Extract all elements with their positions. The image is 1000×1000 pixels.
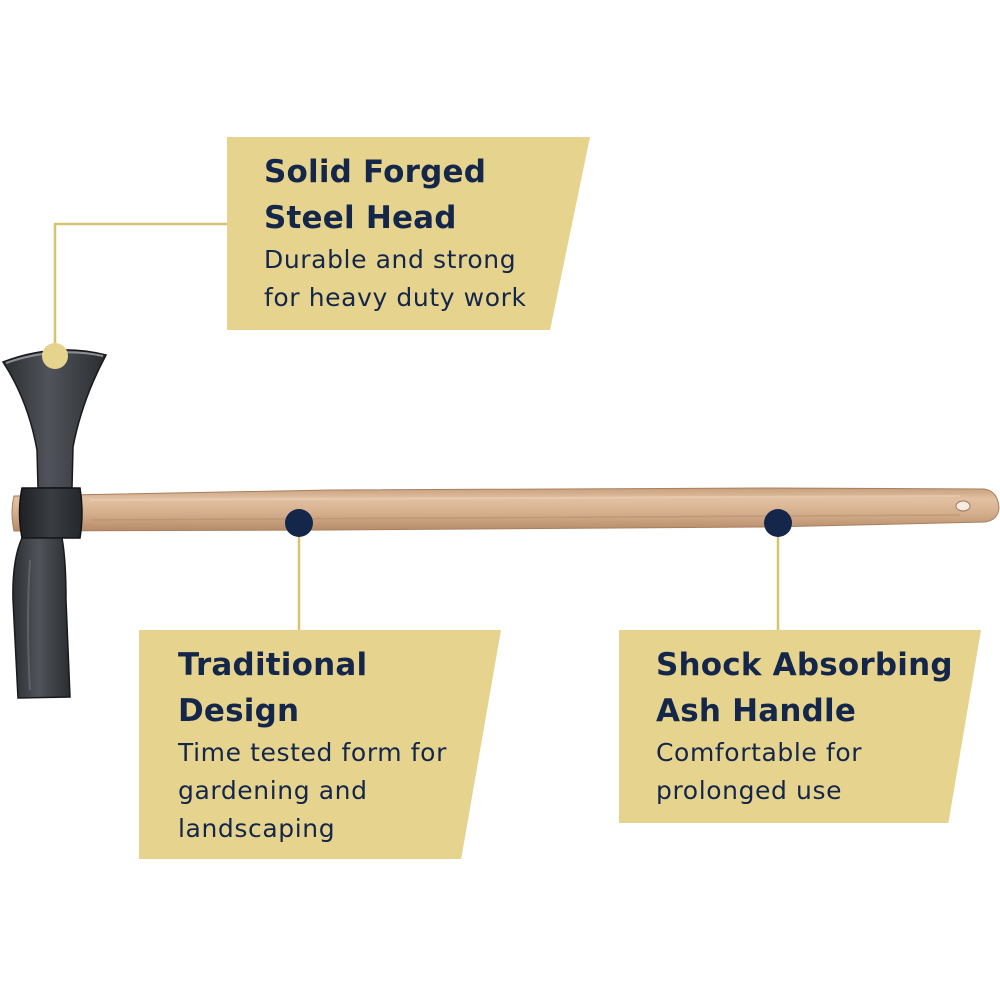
- callout-steel-head-title-line1: Solid Forged: [264, 154, 487, 190]
- callout-handle-desc-line1: Comfortable for: [656, 738, 863, 767]
- callout-design-desc-line2: gardening and: [178, 776, 368, 805]
- callout-handle-desc-line2: prolonged use: [656, 776, 843, 805]
- callout-handle-title-line2: Ash Handle: [656, 693, 857, 729]
- marker-traditional-design: [285, 509, 313, 537]
- adze-blade: [12, 537, 71, 699]
- callout-steel-head: Solid Forged Steel Head Durable and stro…: [227, 137, 590, 330]
- callout-traditional-design: Traditional Design Time tested form for …: [139, 630, 501, 859]
- callout-handle-title-line1: Shock Absorbing: [656, 647, 953, 683]
- leader-lines: [53, 222, 780, 630]
- marker-steel-head: [42, 343, 68, 369]
- callout-steel-head-desc-line2: for heavy duty work: [264, 283, 527, 312]
- leader-line-steel-head: [53, 222, 228, 354]
- callout-design-desc-line3: landscaping: [178, 814, 336, 843]
- marker-ash-handle: [764, 509, 792, 537]
- callout-design-title-line2: Design: [178, 693, 300, 729]
- callout-steel-head-title-line2: Steel Head: [264, 200, 457, 236]
- callout-design-title-line1: Traditional: [178, 647, 368, 683]
- ash-handle: [11, 487, 1000, 532]
- callout-design-desc-line1: Time tested form for: [178, 738, 447, 767]
- callout-steel-head-desc-line1: Durable and strong: [264, 245, 517, 274]
- axe-blade: [1, 349, 108, 489]
- hang-hole: [955, 500, 971, 512]
- callout-ash-handle: Shock Absorbing Ash Handle Comfortable f…: [619, 630, 981, 823]
- steel-head: [1, 349, 108, 699]
- eye-collar: [18, 487, 83, 539]
